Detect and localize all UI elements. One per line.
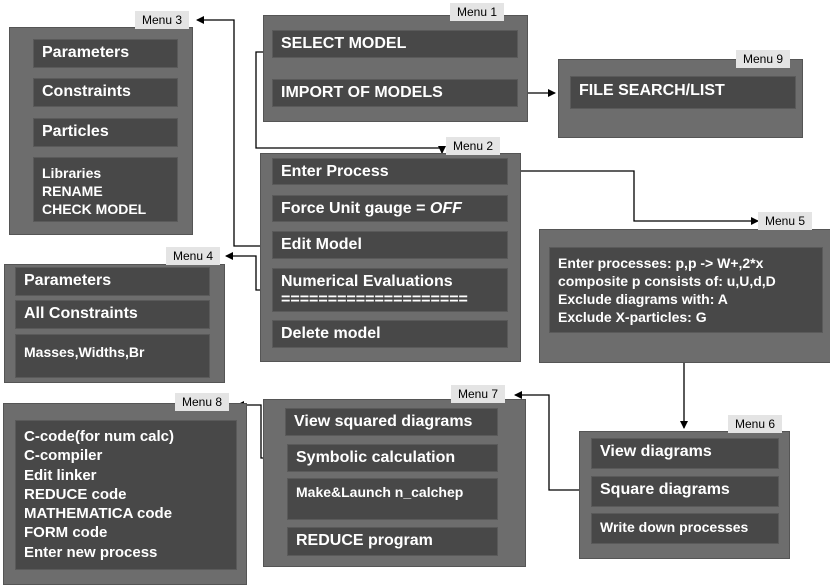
arrow-edit-model-to-menu3 (196, 16, 272, 247)
square-diagrams-item[interactable]: Square diagrams (591, 476, 779, 507)
edit-model-item[interactable]: Edit Model (272, 231, 508, 259)
enter-processes-line[interactable]: Enter processes: p,p -> W+,2*x (558, 255, 764, 271)
mathematica-code-item[interactable]: MATHEMATICA code (24, 505, 173, 523)
file-search-list-item[interactable]: FILE SEARCH/LIST (570, 76, 796, 109)
select-model-item[interactable]: SELECT MODEL (272, 30, 518, 58)
arrow-select-model-to-menu2 (255, 51, 446, 154)
menu3-particles-item[interactable]: Particles (33, 118, 178, 147)
numerical-evaluations-rule: ==================== (281, 291, 468, 308)
exclude-x-particles-line[interactable]: Exclude X-particles: G (558, 309, 707, 325)
menu3-parameters-item[interactable]: Parameters (33, 39, 178, 68)
make-launch-n-calchep-item[interactable]: Make&Launch n_calchep (287, 478, 498, 520)
enter-process-item[interactable]: Enter Process (272, 158, 508, 185)
write-down-processes-item[interactable]: Write down processes (591, 513, 779, 544)
menu4-all-constraints-item[interactable]: All Constraints (15, 300, 210, 329)
arrow-square-to-menu7 (514, 391, 591, 491)
menu4-tag: Menu 4 (166, 247, 221, 265)
force-unit-gauge-item[interactable]: Force Unit gauge = OFF (272, 195, 508, 222)
numerical-evaluations-item[interactable]: Numerical Evaluations ==================… (272, 268, 508, 312)
menu7-tag: Menu 7 (451, 385, 506, 403)
view-squared-diagrams-item[interactable]: View squared diagrams (285, 408, 498, 436)
menu3-tag: Menu 3 (135, 11, 190, 29)
menu5-tag: Menu 5 (758, 212, 813, 230)
menu1-tag: Menu 1 (450, 3, 505, 21)
exclude-diagrams-line[interactable]: Exclude diagrams with: A (558, 291, 728, 307)
arrow-enter-process-to-menu5 (508, 170, 759, 225)
menu5-process-block[interactable]: Enter processes: p,p -> W+,2*x composite… (549, 247, 823, 333)
composite-p-line[interactable]: composite p consists of: u,U,d,D (558, 273, 776, 289)
numerical-evaluations-label: Numerical Evaluations (281, 273, 453, 290)
force-unit-gauge-label: Force Unit gauge = (281, 200, 430, 217)
menu6-tag: Menu 6 (728, 415, 783, 433)
edit-linker-item[interactable]: Edit linker (24, 466, 97, 484)
menu9-tag: Menu 9 (736, 50, 791, 68)
c-compiler-item[interactable]: C-compiler (24, 447, 103, 465)
menu8-code-block[interactable]: C-code(for num calc) C-compiler Edit lin… (15, 420, 237, 570)
menu4-parameters-item[interactable]: Parameters (15, 267, 210, 296)
force-unit-gauge-value: OFF (429, 200, 462, 217)
menu2-tag: Menu 2 (446, 137, 501, 155)
menu8-tag: Menu 8 (175, 393, 230, 411)
menu4-masses-widths-item[interactable]: Masses,Widths,Br (15, 334, 210, 378)
import-of-models-item[interactable]: IMPORT OF MODELS (272, 79, 518, 107)
form-code-item[interactable]: FORM code (24, 524, 108, 542)
delete-model-item[interactable]: Delete model (272, 320, 508, 348)
menu3-libraries-block[interactable]: Libraries RENAME CHECK MODEL (33, 157, 178, 222)
enter-new-process-item[interactable]: Enter new process (24, 543, 158, 561)
reduce-code-item[interactable]: REDUCE code (24, 485, 127, 503)
check-model-label[interactable]: CHECK MODEL (42, 201, 147, 217)
menu3-constraints-item[interactable]: Constraints (33, 78, 178, 107)
reduce-program-item[interactable]: REDUCE program (287, 527, 498, 556)
c-code-item[interactable]: C-code(for num calc) (24, 428, 175, 445)
libraries-label[interactable]: Libraries (42, 165, 102, 181)
rename-label[interactable]: RENAME (42, 183, 103, 199)
symbolic-calculation-item[interactable]: Symbolic calculation (287, 444, 498, 472)
view-diagrams-item[interactable]: View diagrams (591, 438, 779, 469)
